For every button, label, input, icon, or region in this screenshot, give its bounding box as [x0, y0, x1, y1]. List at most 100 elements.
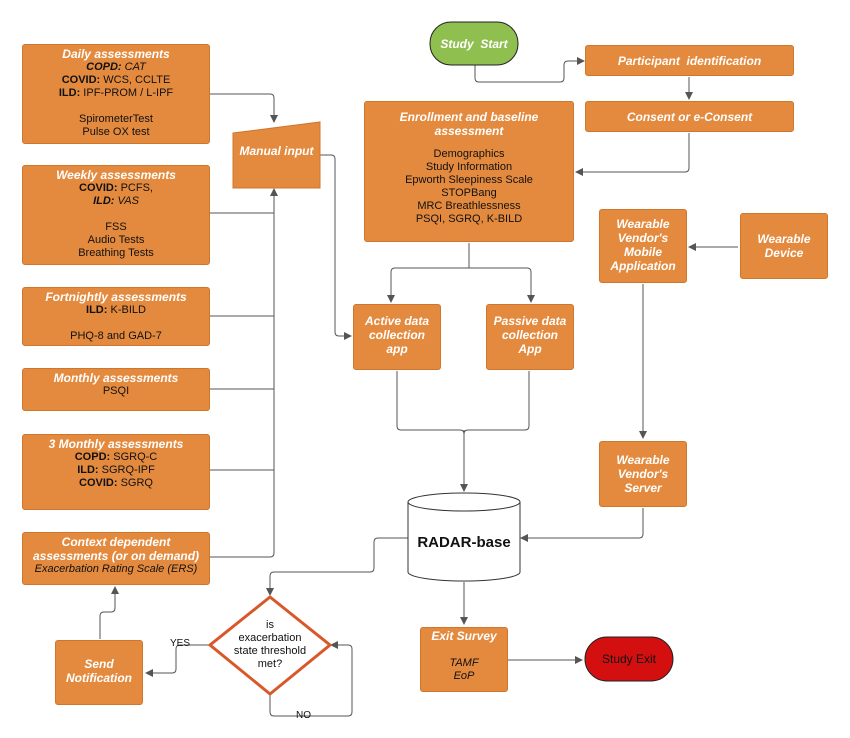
enrollment-item: Epworth Sleepiness Scale — [405, 174, 533, 186]
vendor-app-line2: Vendor's — [617, 231, 669, 245]
monthly-value: PSQI — [102, 385, 130, 397]
radar-base-store[interactable]: RADAR-base — [408, 534, 520, 552]
vendor-server-line2: Vendor's — [617, 467, 669, 481]
weekly-ild-line: ILD: VAS — [23, 195, 209, 208]
daily-copd-label: COPD: — [86, 61, 122, 73]
enrollment-box[interactable]: Enrollment and baseline assessment Demog… — [364, 101, 574, 242]
enrollment-title: Enrollment and baseline assessment — [399, 110, 539, 138]
fortnightly-assessments-box[interactable]: Fortnightly assessments ILD: K-BILD PHQ-… — [22, 287, 210, 346]
active-to-radar-line — [396, 371, 465, 435]
three-monthly-ild-label: ILD: — [77, 464, 99, 476]
exit-survey-box[interactable]: Exit Survey TAMF EoP — [420, 627, 508, 692]
enrollment-item: Study Information — [425, 161, 513, 173]
daily-ild-value: IPF-PROM / L-IPF — [83, 87, 174, 99]
weekly-assessments-box[interactable]: Weekly assessments COVID: PCFS, ILD: VAS… — [22, 165, 210, 265]
active-line1: Active data — [364, 314, 430, 328]
decision-line4: met? — [257, 658, 283, 670]
vendor-server-line3: Server — [624, 481, 662, 495]
weekly-title: Weekly assessments — [56, 168, 176, 182]
participant-identification-box[interactable]: Participant identification — [585, 45, 794, 76]
weekly-extra: Audio Tests — [87, 234, 145, 246]
monthly-assessments-box[interactable]: Monthly assessments PSQI — [22, 368, 210, 411]
enrollment-item: MRC Breathlessness — [417, 200, 521, 212]
daily-title: Daily assessments — [62, 47, 170, 61]
vendor-app-line3: Mobile — [624, 245, 662, 259]
study-exit-label: Study Exit — [601, 652, 657, 666]
passive-line2: collection — [501, 328, 558, 342]
passive-line1: Passive data — [493, 314, 567, 328]
consent-to-enrollment-arrow — [575, 133, 690, 176]
three-monthly-copd-line: COPD: SGRQ-C — [23, 451, 209, 464]
decision-node[interactable]: is exacerbation state threshold met? — [222, 619, 318, 671]
enrollment-item: STOPBang — [441, 187, 497, 199]
study-exit-shape — [584, 636, 674, 682]
passive-to-radar-line — [463, 371, 530, 435]
start-to-participant-arrow — [474, 57, 585, 83]
daily-extra: SpirometerTest — [79, 113, 153, 125]
consent-box[interactable]: Consent or e-Consent — [585, 101, 794, 132]
daily-covid-line: COVID: WCS, CCLTE — [23, 74, 209, 87]
fortnightly-ild-line: ILD: K-BILD — [23, 304, 209, 317]
daily-covid-label: COVID: — [61, 74, 101, 86]
daily-ild-label: ILD: — [58, 87, 81, 99]
wearable-vendor-app-box[interactable]: Wearable Vendor's Mobile Application — [599, 209, 687, 283]
radar-base-label: RADAR-base — [417, 534, 511, 551]
fortnightly-extra: PHQ-8 and GAD-7 — [70, 330, 162, 342]
three-monthly-covid-value: SGRQ — [120, 477, 153, 489]
daily-ild-line: ILD: IPF-PROM / L-IPF — [23, 87, 209, 100]
assessments-collector-line — [210, 190, 275, 558]
decision-line1: is — [266, 619, 274, 631]
participant-identification-label: Participant identification — [617, 54, 762, 68]
active-data-collection-box[interactable]: Active data collection app — [353, 304, 441, 370]
send-notification-box[interactable]: Send Notification — [55, 640, 143, 705]
three-monthly-title: 3 Monthly assessments — [48, 437, 184, 451]
daily-covid-value: WCS, CCLTE — [103, 74, 171, 86]
daily-to-manual-arrow — [210, 93, 278, 123]
consent-label: Consent or e-Consent — [626, 110, 753, 124]
manual-to-active-arrow — [320, 154, 352, 340]
wearable-vendor-server-box[interactable]: Wearable Vendor's Server — [599, 441, 687, 507]
notification-to-context-arrow — [99, 586, 119, 639]
three-monthly-assessments-box[interactable]: 3 Monthly assessments COPD: SGRQ-C ILD: … — [22, 434, 210, 510]
study-start-label: Study Start — [440, 36, 508, 51]
three-monthly-covid-line: COVID: SGRQ — [23, 477, 209, 490]
weekly-covid-line: COVID: PCFS, — [23, 182, 209, 195]
three-monthly-ild-line: ILD: SGRQ-IPF — [23, 464, 209, 477]
weekly-ild-value: VAS — [117, 195, 139, 207]
enrollment-split-lines — [390, 243, 532, 302]
exit-survey-item: EoP — [453, 670, 475, 682]
daily-copd-value: CAT — [124, 61, 146, 73]
device-line1: Wearable — [757, 232, 811, 246]
context-title-line1: Context dependent — [61, 535, 171, 549]
exit-survey-item: TAMF — [449, 657, 479, 669]
exit-survey-title: Exit Survey — [431, 629, 497, 643]
weekly-extra: Breathing Tests — [78, 247, 154, 259]
notification-line2: Notification — [66, 671, 132, 685]
active-line2: collection — [368, 328, 425, 342]
fortnightly-title: Fortnightly assessments — [45, 290, 187, 304]
study-exit-button[interactable]: Study Exit — [585, 637, 673, 681]
three-monthly-copd-value: SGRQ-C — [113, 451, 158, 463]
yes-label: YES — [170, 638, 191, 649]
three-monthly-covid-label: COVID: — [79, 477, 118, 489]
decision-line2: exacerbation — [238, 632, 302, 644]
weekly-ild-label: ILD: — [93, 195, 115, 207]
context-value: Exacerbation Rating Scale (ERS) — [34, 563, 198, 575]
wearable-device-box[interactable]: Wearable Device — [740, 213, 828, 279]
fortnightly-ild-value: K-BILD — [110, 304, 146, 316]
daily-copd-line: COPD: CAT — [23, 61, 209, 74]
weekly-covid-value: PCFS, — [120, 182, 153, 194]
radar-cylinder — [407, 492, 521, 582]
context-dependent-box[interactable]: Context dependent assessments (or on dem… — [22, 532, 210, 585]
decision-diamond — [207, 595, 333, 696]
fortnightly-ild-label: ILD: — [86, 304, 108, 316]
study-start-shape — [429, 21, 519, 66]
study-start-button[interactable]: Study Start — [430, 22, 518, 65]
enrollment-item: Demographics — [433, 148, 505, 160]
passive-data-collection-box[interactable]: Passive data collection App — [486, 304, 574, 370]
weekly-extra: FSS — [105, 221, 127, 233]
radar-to-decision-arrow — [266, 537, 408, 596]
manual-input-box[interactable]: Manual input — [233, 144, 320, 158]
daily-assessments-box[interactable]: Daily assessments COPD: CAT COVID: WCS, … — [22, 44, 210, 144]
